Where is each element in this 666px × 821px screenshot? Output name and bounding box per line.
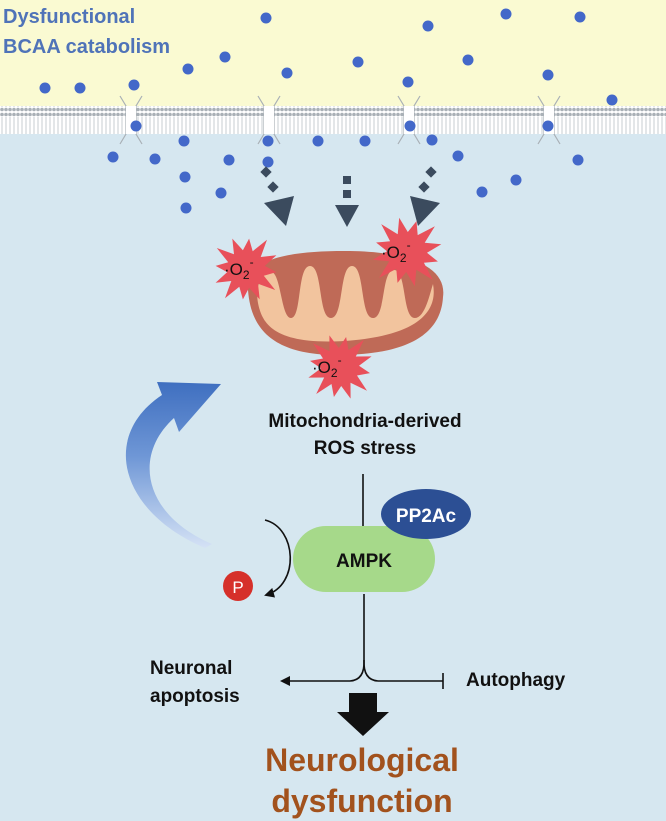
phospho-node: P <box>223 571 253 601</box>
phosphorylation-arrow <box>264 519 292 598</box>
phospho-label: P <box>232 578 243 597</box>
membrane-channels <box>119 95 561 145</box>
superoxide-burst-left: ·O2- <box>215 238 277 300</box>
title-line-2: BCAA catabolism <box>3 36 171 58</box>
pp2ac-node: PP2Ac <box>381 489 471 539</box>
pp2ac-label: PP2Ac <box>396 506 457 527</box>
neurological-dysfunction-label: Neurological dysfunction <box>265 742 459 819</box>
influx-arrow-right <box>410 166 440 226</box>
outcome-arrow <box>337 693 389 736</box>
neuronal-apoptosis-label: Neuronal apoptosis <box>150 658 240 707</box>
influx-arrow-center <box>335 176 359 227</box>
mitochondrion <box>247 251 444 356</box>
ampk-label: AMPK <box>336 551 392 572</box>
svg-text:·O2-: ·O2- <box>381 238 411 265</box>
influx-arrows <box>260 166 440 227</box>
ampk-node: AMPK <box>293 526 435 592</box>
bcaa-molecules <box>39 8 618 214</box>
autophagy-label: Autophagy <box>466 670 566 691</box>
svg-text:·O2-: ·O2- <box>312 353 342 380</box>
superoxide-burst-bottom: ·O2- <box>308 335 372 399</box>
cell-membrane <box>0 95 666 145</box>
feedback-arrow <box>125 382 221 548</box>
ampk-downstream <box>280 594 444 689</box>
superoxide-burst-right: ·O2- <box>372 217 442 287</box>
extracellular-space <box>0 0 666 106</box>
title-line-1: Dysfunctional <box>3 6 136 28</box>
influx-arrow-left <box>260 166 294 226</box>
svg-text:·O2-: ·O2- <box>224 255 254 282</box>
ros-stress-label: Mitochondria-derived ROS stress <box>268 411 462 459</box>
